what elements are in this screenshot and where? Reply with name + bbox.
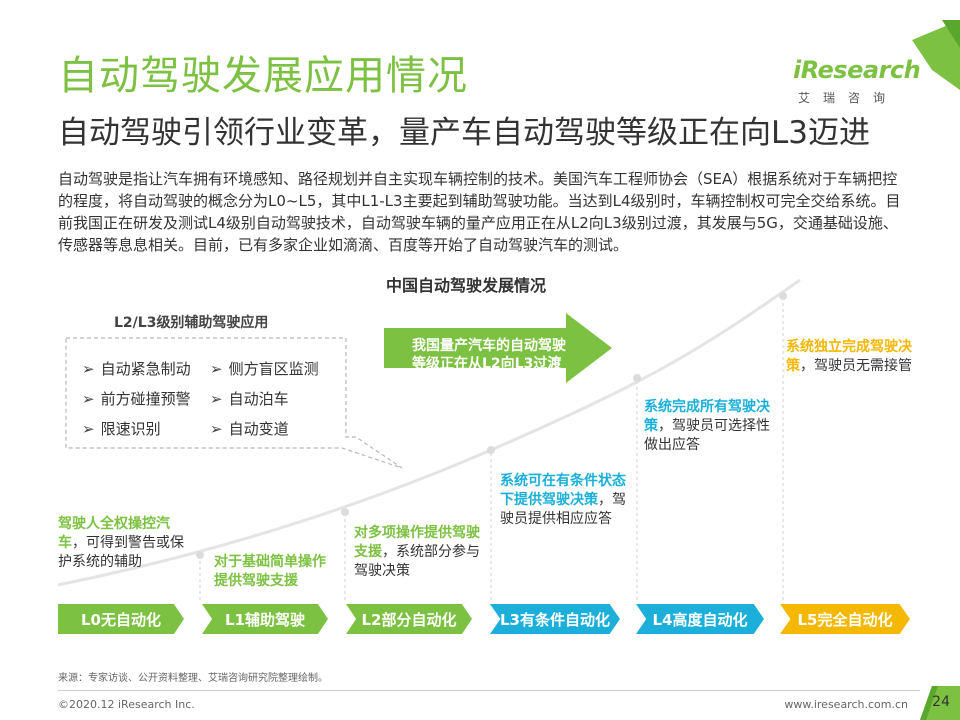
stage-description-l2: 对多项操作提供驾驶支援，系统部分参与驾驶决策: [354, 525, 480, 579]
feature-item: ➢侧方盲区监测: [210, 360, 319, 378]
iresearch-logo: iResearch: [793, 56, 921, 84]
page-number: 24: [932, 694, 950, 710]
page-subtitle: 自动驾驶引领行业变革，量产车自动驾驶等级正在向L3迈进: [58, 115, 870, 151]
chart-title: 中国自动驾驶发展情况: [386, 276, 547, 295]
stage-description-l4: 系统完成所有驾驶决策，驾驶员可选择性做出应答: [644, 399, 770, 453]
stage-description-l0: 驾驶人全权操控汽车，可得到警告或保护系统的辅助: [58, 516, 184, 570]
curve-node: [779, 292, 787, 300]
stage-description-l3: 系统可在有条件状态下提供驾驶决策，驾驶员提供相应应答: [500, 473, 626, 527]
source-note: 来源：专家访谈、公开资料整理、艾瑞咨询研究院整理绘制。: [58, 673, 328, 684]
description-paragraph: 自动驾驶是指让汽车拥有环境感知、路径规划并自主实现车辆控制的技术。美国汽车工程师…: [58, 170, 901, 254]
curve-node: [633, 374, 641, 382]
curve-node: [341, 508, 349, 516]
page-title: 自动驾驶发展应用情况: [58, 53, 468, 99]
decorative-corner-shape: [912, 20, 960, 90]
big-green-arrow: [384, 313, 612, 383]
callout-title: L2/L3级别辅助驾驶应用: [114, 315, 269, 331]
growth-curve: [57, 278, 801, 587]
stage-description-l5: 系统独立完成驾驶决策，驾驶员无需接管: [786, 339, 912, 374]
feature-item: ➢限速识别: [82, 420, 161, 438]
level-bar-l2: L2部分自动化: [346, 604, 472, 634]
level-bar-l1: L1辅助驾驶: [202, 604, 328, 634]
stage-description-l1: 对于基础简单操作提供驾驶支援: [214, 554, 326, 589]
website-link[interactable]: www.iresearch.com.cn: [784, 698, 908, 711]
footer-divider: [58, 690, 920, 691]
curve-node: [196, 551, 204, 559]
level-bar-l4: L4高度自动化: [636, 604, 764, 634]
feature-item: ➢自动紧急制动: [82, 360, 191, 378]
big-arrow-text: 我国量产汽车的自动驾驶 等级正在从L2向L3过渡: [412, 338, 566, 372]
feature-item: ➢自动变道: [210, 420, 289, 438]
page-number-corner: [920, 686, 960, 720]
feature-item: ➢前方碰撞预警: [82, 390, 191, 408]
level-bar-l0: L0无自动化: [58, 604, 184, 634]
callout-box: [65, 337, 403, 469]
iresearch-logo-cn: 艾瑞咨询: [798, 91, 899, 105]
feature-item: ➢自动泊车: [210, 390, 289, 408]
level-bar-l3: L3有条件自动化: [490, 604, 620, 634]
curve-node: [487, 446, 495, 454]
copyright-text: ©2020.12 iResearch Inc.: [58, 698, 195, 711]
level-bar-l5: L5完全自动化: [780, 604, 910, 634]
